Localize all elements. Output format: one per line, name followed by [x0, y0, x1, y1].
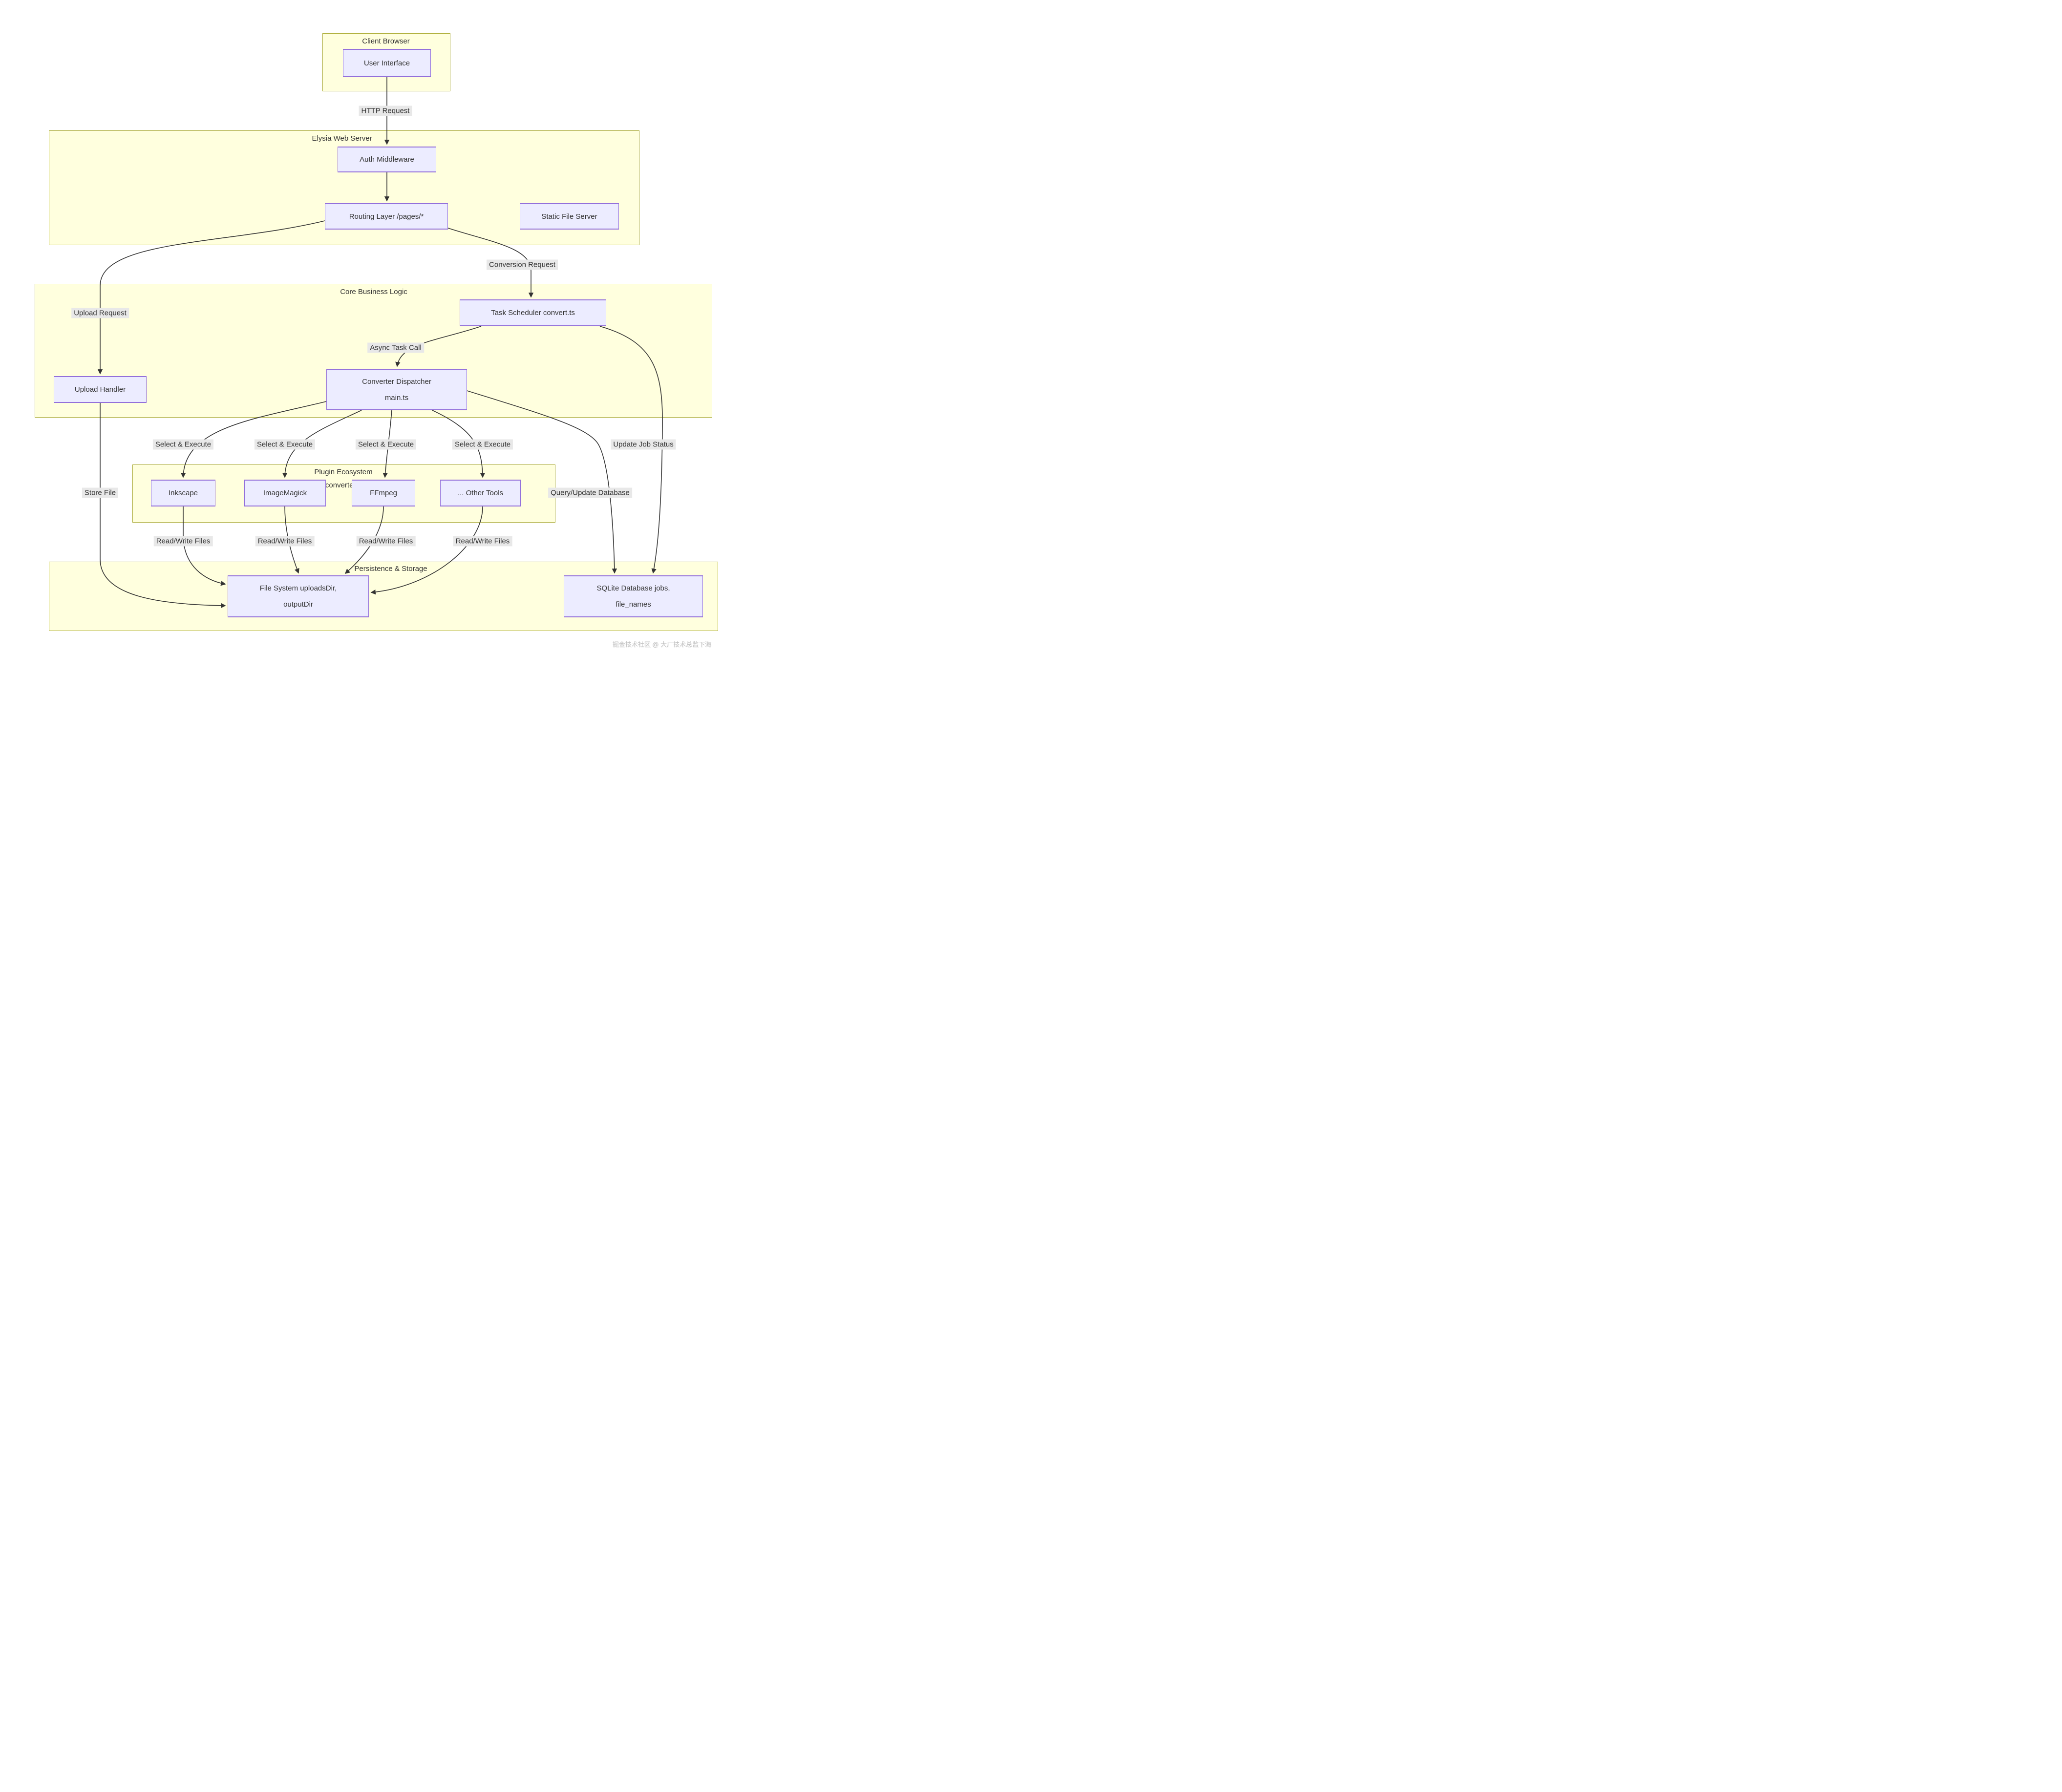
node-label-line2: outputDir — [283, 600, 313, 609]
edge-label-select-execute-ffmpeg: Select & Execute — [355, 439, 417, 450]
edge-label-read-write-other: Read/Write Files — [453, 536, 512, 547]
node-ffmpeg: FFmpeg — [352, 480, 415, 506]
edge-label-select-execute-other: Select & Execute — [452, 439, 513, 450]
watermark-text: 掘金技术社区 @ 大厂技术总监下海 — [612, 641, 711, 648]
edge-label-read-write-inkscape: Read/Write Files — [153, 536, 213, 547]
edge-label-async-task-call: Async Task Call — [367, 342, 424, 353]
edge-label-update-job-status: Update Job Status — [611, 439, 676, 450]
edge-label-store-file: Store File — [82, 487, 119, 498]
node-label-line1: File System uploadsDir, — [259, 584, 337, 592]
node-label: Task Scheduler convert.ts — [491, 309, 575, 317]
edge-layer — [97, 77, 663, 609]
node-label-line1: Converter Dispatcher — [362, 377, 431, 386]
node-label-line2: file_names — [616, 600, 651, 609]
node-task-scheduler: Task Scheduler convert.ts — [460, 299, 606, 326]
node-auth-middleware: Auth Middleware — [338, 147, 436, 172]
node-label: Routing Layer /pages/* — [349, 212, 424, 221]
edge-label-http-request: HTTP Request — [359, 105, 412, 116]
edge-label-query-update-database: Query/Update Database — [548, 487, 632, 498]
node-sqlite-database: SQLite Database jobs, file_names — [564, 575, 703, 617]
edge-label-read-write-imagemagick: Read/Write Files — [255, 536, 315, 547]
node-label-line1: SQLite Database jobs, — [596, 584, 670, 592]
node-other-tools: ... Other Tools — [440, 480, 521, 506]
node-converter-dispatcher: Converter Dispatcher main.ts — [326, 369, 467, 410]
node-label: FFmpeg — [370, 489, 397, 497]
edge-select-execute-imagemagick — [282, 410, 362, 478]
flowchart-diagram: Client Browser Elysia Web Server Core Bu… — [0, 0, 756, 657]
edge-async-task-call — [395, 326, 482, 367]
node-file-system: File System uploadsDir, outputDir — [228, 575, 369, 617]
edge-label-upload-request: Upload Request — [71, 308, 129, 318]
edge-label-select-execute-inkscape: Select & Execute — [152, 439, 214, 450]
group-title-elysia-web-server: Elysia Web Server — [312, 134, 372, 143]
node-label: ... Other Tools — [457, 489, 504, 497]
node-user-interface: User Interface — [343, 49, 431, 77]
node-imagemagick: ImageMagick — [244, 480, 326, 506]
node-label: Auth Middleware — [360, 155, 414, 164]
edge-label-conversion-request: Conversion Request — [487, 259, 558, 270]
node-routing-layer: Routing Layer /pages/* — [325, 203, 448, 230]
group-title-plugin-ecosystem: Plugin Ecosystem — [314, 468, 373, 476]
edge-read-write-other — [370, 506, 483, 595]
edge-select-execute-inkscape — [180, 401, 327, 478]
edge-upload-request — [97, 220, 325, 375]
node-label: ImageMagick — [263, 489, 307, 497]
group-title-core-business-logic: Core Business Logic — [340, 288, 407, 296]
node-label: User Interface — [363, 59, 410, 67]
node-inkscape: Inkscape — [151, 480, 215, 506]
edge-store-file — [100, 403, 226, 609]
node-label-line2: main.ts — [384, 393, 409, 402]
edge-label-select-execute-imagemagick: Select & Execute — [254, 439, 316, 450]
node-upload-handler: Upload Handler — [54, 376, 147, 403]
group-title-client-browser: Client Browser — [362, 37, 410, 45]
group-title-persistence-storage: Persistence & Storage — [354, 565, 427, 573]
node-static-file-server: Static File Server — [520, 203, 619, 230]
edge-query-update-database — [467, 390, 617, 574]
node-label: Inkscape — [168, 489, 198, 497]
node-label: Static File Server — [541, 212, 597, 221]
edge-label-read-write-ffmpeg: Read/Write Files — [356, 536, 416, 547]
edge-update-job-status — [599, 326, 663, 574]
node-label: Upload Handler — [74, 385, 126, 394]
